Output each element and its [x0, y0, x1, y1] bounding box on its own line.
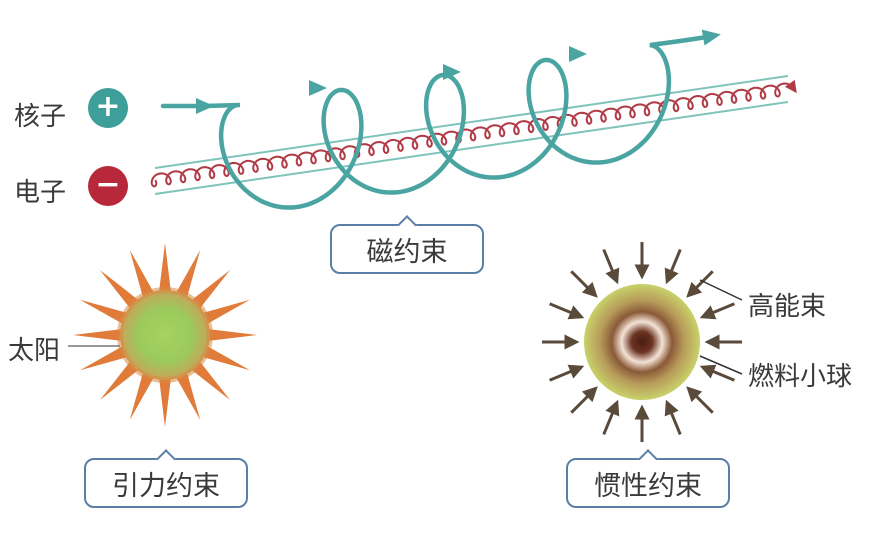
gravitational-confinement-box: 引力约束 — [84, 458, 248, 508]
sun-ray — [129, 369, 156, 420]
beam-arrow — [664, 399, 682, 435]
sun-rays — [73, 243, 257, 427]
beam-arrow — [686, 270, 714, 298]
beam-arrow — [549, 302, 585, 320]
beam-arrow — [664, 249, 682, 285]
helix-arrowhead — [309, 80, 327, 96]
sun-ray — [73, 328, 126, 342]
helix-arrowhead — [569, 46, 587, 62]
sun-core — [120, 290, 210, 380]
field-lines — [154, 75, 789, 195]
beam-arrow — [549, 364, 585, 382]
inertial-confinement-box: 惯性约束 — [566, 458, 730, 508]
sun-rim — [117, 287, 213, 383]
inertial-confinement-label: 惯性约束 — [594, 470, 702, 502]
electron-label: 电子 — [14, 178, 67, 208]
minus-icon: − — [88, 166, 128, 206]
sun-ray — [199, 344, 250, 371]
sun-label: 太阳 — [8, 336, 61, 366]
sun-ray — [129, 250, 156, 301]
sun-ray — [158, 243, 172, 296]
nucleus-label: 核子 — [14, 102, 67, 132]
nucleus-helix-arrows — [196, 29, 721, 114]
beam-arrow — [602, 399, 620, 435]
sun-ray — [80, 299, 131, 326]
sun-ray — [174, 250, 201, 301]
helix-arrowhead — [196, 98, 214, 114]
beam-arrow — [686, 386, 714, 414]
magnetic-confinement-label: 磁约束 — [366, 236, 448, 268]
plus-icon: + — [88, 88, 128, 128]
beam-label-pointer — [699, 279, 743, 301]
beam-arrow — [570, 270, 598, 298]
sun-ray — [174, 369, 201, 420]
beam-arrow — [699, 364, 735, 382]
sun-ray — [158, 374, 172, 427]
beam-arrow — [570, 386, 598, 414]
sun-ray — [204, 328, 257, 342]
gravitational-confinement-label: 引力约束 — [112, 470, 220, 502]
fuel-pellet-label: 燃料小球 — [748, 362, 853, 392]
helix-arrowhead — [701, 29, 721, 46]
electron-spiral — [150, 79, 797, 188]
high-energy-beam-arrows — [542, 242, 742, 442]
magnetic-confinement-box: 磁约束 — [330, 224, 484, 274]
sun-ray — [80, 344, 131, 371]
high-energy-beam-label: 高能束 — [748, 292, 827, 322]
pellet-label-pointer — [699, 355, 743, 375]
fuel-pellet — [584, 284, 700, 400]
beam-arrow — [602, 249, 620, 285]
nucleus-helix — [160, 33, 715, 210]
sun-ray — [199, 299, 250, 326]
helix-arrowhead — [443, 64, 461, 80]
beam-arrow — [699, 302, 735, 320]
